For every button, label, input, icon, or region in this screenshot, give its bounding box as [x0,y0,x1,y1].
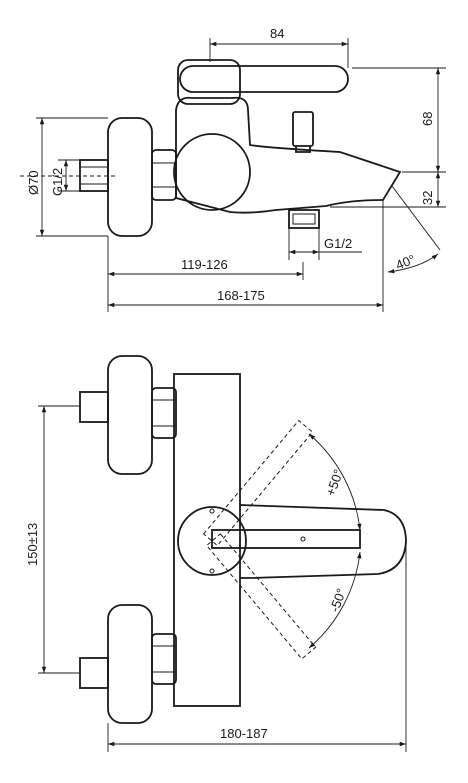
dim-centers: 150±13 [25,523,40,566]
lever [179,65,349,93]
top-rosette [107,355,153,475]
mixer-body [175,96,402,214]
dim-thread-outlet: G1/2 [324,236,352,251]
hex-nut [151,149,177,201]
dim-lever-length: 84 [270,26,284,41]
side-view: 84 68 32 Ø70 G1/2 G1/2 119-126 168-1 [20,26,446,312]
dim-projection-short: 119-126 [181,257,228,272]
lever-range-up [202,419,314,547]
dim-width: 180-187 [220,726,268,741]
dim-spout-angle: 40° [394,252,418,273]
dim-projection-long: 168-175 [217,288,265,303]
front-lever [211,529,361,549]
lever-range-down [205,533,317,660]
front-cartridge [177,506,247,576]
dim-height-lower: 32 [420,191,435,205]
dim-height-upper: 68 [420,112,435,126]
diverter-knob [292,111,314,147]
wall-rosette [107,117,153,237]
dim-diameter: Ø70 [26,170,41,195]
cartridge-cap [177,59,241,105]
bottom-rosette [107,604,153,724]
dim-thread-inlet: G1/2 [50,168,65,196]
spout [239,504,407,579]
angle-minus: -50° [327,586,349,614]
outlet-nipple [288,209,320,229]
angle-plus: +50° [323,467,346,498]
body-sphere [173,133,251,211]
front-view: +50° -50° 150±13 180-187 [25,355,407,752]
front-body [173,373,241,707]
